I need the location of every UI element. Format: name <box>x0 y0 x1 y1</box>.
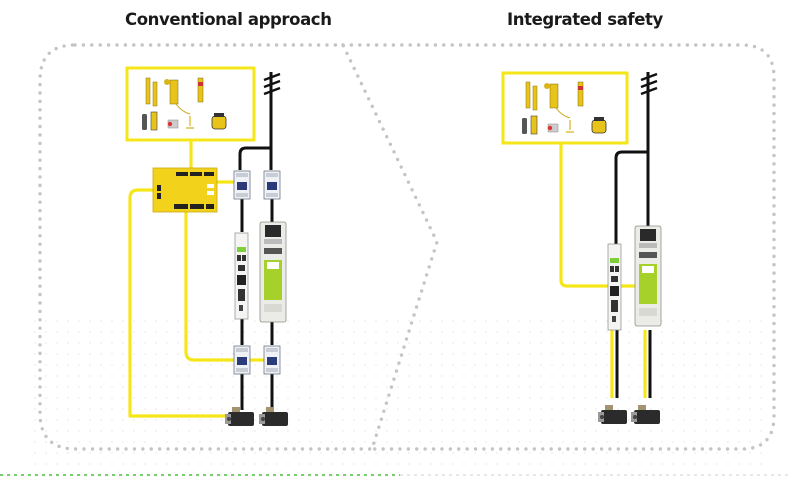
servo-drive <box>234 232 249 320</box>
safety-wiring <box>128 140 264 418</box>
power-supply-icon <box>640 72 658 96</box>
servo-drive <box>607 243 622 331</box>
inverter-drive <box>259 221 287 323</box>
inverter-drive <box>634 225 662 327</box>
panel-frame-right <box>341 43 776 451</box>
background-dot-texture <box>30 320 770 470</box>
input-contactor-2 <box>263 170 281 200</box>
integrated-safety-title: Integrated safety <box>507 10 663 29</box>
conventional-approach-title: Conventional approach <box>125 10 332 29</box>
safety-wiring <box>559 141 647 398</box>
power-supply-icon <box>263 72 281 96</box>
safety-plc <box>152 167 218 213</box>
safety-sensors-box <box>501 71 629 145</box>
output-contactor-2 <box>263 345 281 375</box>
power-wiring <box>614 72 652 398</box>
input-contactor-1 <box>233 170 251 200</box>
panel-frame <box>38 43 439 451</box>
output-contactor-1 <box>233 345 251 375</box>
conventional-panel <box>125 66 288 426</box>
integrated-panel <box>501 71 662 424</box>
